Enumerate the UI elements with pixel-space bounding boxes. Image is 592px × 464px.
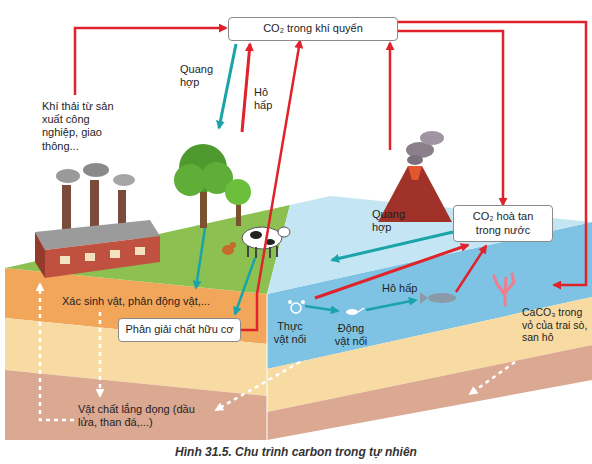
- figure-caption: Hình 31.5. Chu trình carbon trong tự nhi…: [0, 445, 592, 459]
- volcano-icon-part: [407, 155, 423, 165]
- animals-icon-part: [230, 242, 236, 248]
- plankton-icon-part: [301, 300, 305, 304]
- diagram-label: Động vật nổi: [330, 322, 372, 348]
- plankton-icon-part: [358, 308, 364, 312]
- flow-arrows-part: [75, 28, 226, 95]
- factory-icon-part: [45, 236, 160, 278]
- coral-icon: [494, 274, 514, 305]
- box-text: CO₂ hoà tan trong nước: [460, 210, 546, 236]
- factory-icon-part: [83, 163, 109, 177]
- flow-arrows-part: [315, 245, 468, 298]
- plankton-icon-part: [346, 309, 358, 315]
- volcano-icon-part: [408, 166, 422, 180]
- volcano-icon-part: [420, 131, 444, 145]
- diagram-label: Khí thải từ sản xuất công nghiệp, giao t…: [42, 100, 122, 153]
- flow-arrows-part: [196, 228, 205, 288]
- ground-block-part: [267, 294, 268, 440]
- animals-icon-part: [278, 227, 290, 237]
- animals-icon-part: [269, 247, 271, 258]
- flow-arrows-part: [242, 44, 250, 132]
- factory-icon-part: [110, 250, 120, 258]
- ground-block-part: [5, 370, 267, 440]
- animals-icon-part: [242, 227, 282, 249]
- factory-icon-part: [62, 185, 71, 230]
- plankton-icon-part: [291, 303, 301, 313]
- flow-arrows-part: [366, 300, 416, 310]
- process-box: Phân giải chất hữu cơ: [118, 318, 241, 342]
- fish-icon-part: [420, 292, 428, 304]
- box-text: Phân giải chất hữu cơ: [125, 323, 233, 336]
- factory-icon-part: [85, 253, 95, 261]
- diagram-label: Xác sinh vật, phân động vật,...: [62, 295, 210, 308]
- animals-icon-part: [247, 246, 249, 257]
- trees-icon-part: [225, 179, 251, 205]
- fish-icon-part: [428, 293, 456, 303]
- animals-icon-part: [255, 247, 257, 258]
- factory-icon-part: [56, 169, 80, 183]
- flow-arrows: [40, 22, 586, 420]
- diagram-label: CaCO₃ trong vỏ của trai sò, san hô: [522, 306, 588, 344]
- animals-icon-part: [250, 231, 262, 239]
- flow-arrows-part: [456, 246, 486, 292]
- flow-arrows-part: [305, 306, 338, 311]
- flow-arrows-part: [235, 258, 255, 314]
- coral-icon-part: [494, 274, 514, 305]
- plankton-icon-part: [288, 300, 292, 304]
- process-box: CO₂ trong khí quyển: [228, 17, 398, 41]
- process-box: CO₂ hoà tan trong nước: [453, 205, 553, 242]
- animals-icon: [222, 227, 290, 258]
- diagram-label: Quang hợp: [180, 63, 216, 89]
- factory-icon-part: [135, 247, 145, 255]
- flow-arrows-part: [99, 312, 102, 396]
- flow-connector: [398, 31, 503, 205]
- flow-arrows-part: [470, 362, 515, 394]
- box-text: CO₂ trong khí quyển: [263, 22, 363, 35]
- diagram-label: Thực vật nổi: [270, 320, 310, 346]
- ground-block: [5, 196, 592, 440]
- flow-arrows-part: [219, 44, 236, 128]
- factory-icon-part: [35, 232, 45, 278]
- factory-icon-part: [90, 180, 99, 230]
- diagram-label: Hô hấp: [254, 86, 278, 112]
- diagram-label: Hô hấp: [382, 282, 417, 295]
- animals-icon-part: [276, 246, 278, 257]
- factory-icon: [35, 163, 160, 278]
- diagram-label: Quang hợp: [372, 208, 408, 234]
- flow-arrows-part: [398, 22, 586, 285]
- fish-icon: [420, 292, 456, 304]
- factory-icon-part: [113, 174, 135, 186]
- trees-icon-part: [200, 190, 207, 228]
- flow-connector: [241, 41, 300, 330]
- factory-icon-part: [60, 256, 70, 264]
- trees-icon: [174, 144, 251, 228]
- flow-arrows-part: [216, 362, 300, 410]
- diagram-label: Vật chất lắng đọng (dầu lửa, than đá,...…: [78, 403, 208, 429]
- flow-arrows-part: [389, 43, 392, 150]
- plankton-icon: [288, 300, 364, 315]
- ground-block-part: [267, 345, 592, 440]
